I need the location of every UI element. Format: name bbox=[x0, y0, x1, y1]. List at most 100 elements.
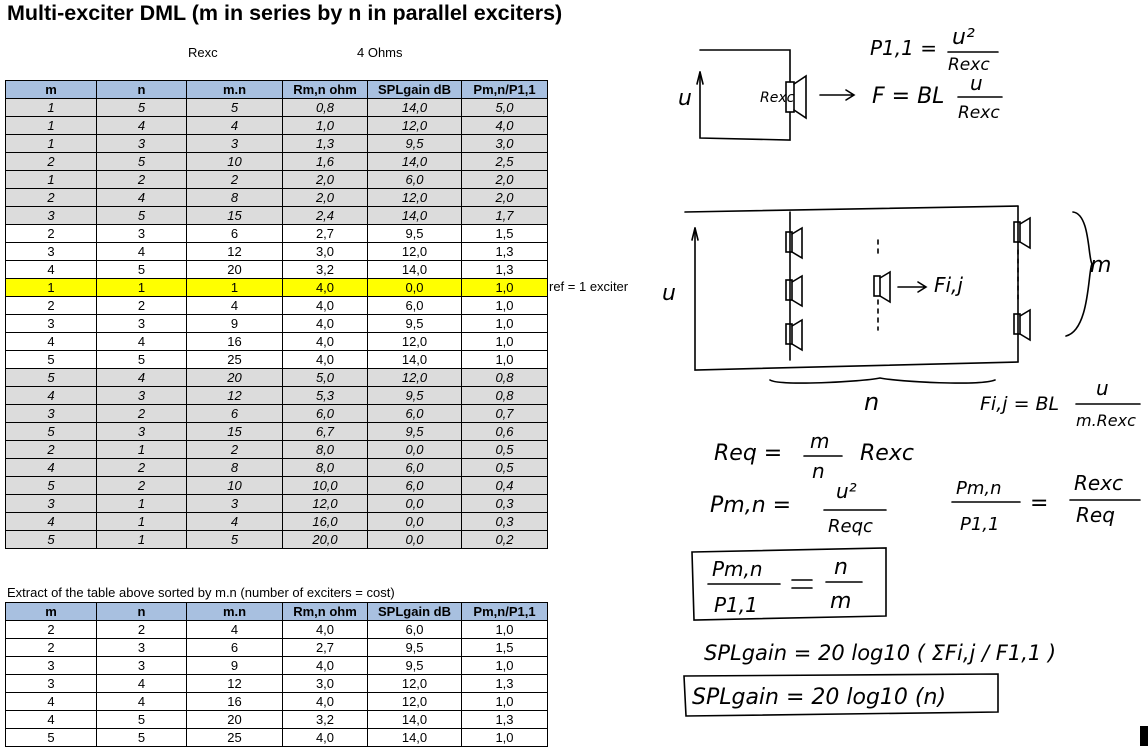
main-table-cell: 3,0 bbox=[461, 134, 548, 153]
main-table-cell: 4 bbox=[96, 368, 187, 387]
main-table-cell: 2,5 bbox=[461, 152, 548, 171]
main-table-cell: 5 bbox=[96, 206, 187, 225]
main-table-cell: 12,0 bbox=[367, 116, 462, 135]
main-table-cell: 12,0 bbox=[367, 332, 462, 351]
main-table-cell: 16,0 bbox=[282, 512, 368, 531]
page-title: Multi-exciter DML (m in series by n in p… bbox=[7, 1, 563, 25]
main-table-cell: 3 bbox=[5, 242, 97, 261]
main-table-cell: 3,0 bbox=[282, 242, 368, 261]
extract-table-cell: 2,7 bbox=[282, 638, 368, 657]
main-table-cell: 0,8 bbox=[282, 98, 368, 117]
main-table-cell: 3 bbox=[96, 134, 187, 153]
main-table-cell: 1,0 bbox=[461, 296, 548, 315]
extract-table-cell: 1,3 bbox=[461, 674, 548, 693]
main-table-cell: 4,0 bbox=[282, 296, 368, 315]
fij-u: u bbox=[1096, 376, 1109, 400]
force-rexc: Rexc bbox=[958, 103, 1000, 123]
extract-table-cell: 3 bbox=[5, 674, 97, 693]
req-n: n bbox=[812, 459, 825, 483]
voltage-u-top: u bbox=[678, 86, 692, 111]
extract-table-cell: 4 bbox=[96, 674, 187, 693]
main-table-cell: 8,0 bbox=[282, 440, 368, 459]
main-table-cell: 20,0 bbox=[282, 530, 368, 549]
p11-lhs: P1,1 = bbox=[870, 36, 937, 60]
main-table-cell: 2,0 bbox=[461, 188, 548, 207]
spl-formula-2: SPLgain = 20 log10 (n) bbox=[692, 685, 946, 710]
main-table-cell: 3,2 bbox=[282, 260, 368, 279]
main-table-cell: 8 bbox=[186, 458, 283, 477]
main-table-cell: 2 bbox=[96, 296, 187, 315]
main-table-cell: 3 bbox=[5, 314, 97, 333]
extract-table-cell: 14,0 bbox=[367, 728, 462, 747]
main-table-cell: 10 bbox=[186, 476, 283, 495]
extract-table-cell: 4 bbox=[96, 692, 187, 711]
main-table-cell: 2 bbox=[96, 476, 187, 495]
main-table-cell: 4 bbox=[186, 296, 283, 315]
extract-table-cell: 4,0 bbox=[282, 692, 368, 711]
pmn-lhs: Pm,n = bbox=[710, 493, 791, 518]
main-table-cell: 1,5 bbox=[461, 224, 548, 243]
ratio-eq: = bbox=[1030, 491, 1048, 516]
main-table-cell: 14,0 bbox=[367, 98, 462, 117]
ratio-num: Pm,n bbox=[956, 478, 1002, 499]
main-table-cell: 5,0 bbox=[282, 368, 368, 387]
extract-table-cell: 4,0 bbox=[282, 728, 368, 747]
extract-table-cell: 2 bbox=[96, 620, 187, 639]
main-table-cell: 3 bbox=[5, 404, 97, 423]
main-table-cell: 1 bbox=[186, 278, 283, 297]
main-table-cell: 6,7 bbox=[282, 422, 368, 441]
main-table-cell: 5 bbox=[96, 152, 187, 171]
extract-table-cell: 4,0 bbox=[282, 656, 368, 675]
main-table-cell: 1 bbox=[96, 494, 187, 513]
main-table-cell: 3 bbox=[96, 224, 187, 243]
main-table-cell: 4,0 bbox=[282, 332, 368, 351]
extract-table-cell: 4 bbox=[5, 710, 97, 729]
extract-table-cell: 9,5 bbox=[367, 656, 462, 675]
extract-table-cell: 5 bbox=[96, 728, 187, 747]
main-table-cell: 6 bbox=[186, 404, 283, 423]
main-table-cell: 0,0 bbox=[367, 440, 462, 459]
main-table-cell: 2,4 bbox=[282, 206, 368, 225]
main-table-cell: 1,0 bbox=[282, 116, 368, 135]
main-table-cell: 1,3 bbox=[461, 242, 548, 261]
p11-u2: u² bbox=[952, 25, 975, 50]
extract-table-cell: 14,0 bbox=[367, 710, 462, 729]
extract-table-cell: 20 bbox=[186, 710, 283, 729]
extract-table-cell: 4 bbox=[5, 692, 97, 711]
main-table-cell: 1 bbox=[5, 170, 97, 189]
extract-table-cell: 12,0 bbox=[367, 692, 462, 711]
extract-table-cell: 3 bbox=[96, 638, 187, 657]
multi-exciter-network bbox=[684, 205, 1093, 384]
main-table-cell: 5 bbox=[5, 530, 97, 549]
main-table-cell: 1,0 bbox=[461, 332, 548, 351]
main-table-cell: 6 bbox=[186, 224, 283, 243]
main-table-cell: 5,0 bbox=[461, 98, 548, 117]
req-lhs: Req = bbox=[714, 441, 782, 466]
main-table-cell: 4 bbox=[5, 458, 97, 477]
main-table-cell: 2 bbox=[5, 296, 97, 315]
boxed-result-frame bbox=[691, 547, 887, 621]
main-table-cell: 0,5 bbox=[461, 458, 548, 477]
main-table-cell: 3 bbox=[96, 422, 187, 441]
extract-table-col-header: m.n bbox=[186, 602, 283, 621]
main-table-cell: 0,0 bbox=[367, 512, 462, 531]
extract-table-cell: 6 bbox=[186, 638, 283, 657]
fij-label: Fi,j bbox=[934, 273, 963, 297]
main-table-cell: 1,0 bbox=[461, 350, 548, 369]
main-table-cell: 0,0 bbox=[367, 530, 462, 549]
extract-table-cell: 2 bbox=[5, 620, 97, 639]
extract-table-cell: 3 bbox=[96, 656, 187, 675]
